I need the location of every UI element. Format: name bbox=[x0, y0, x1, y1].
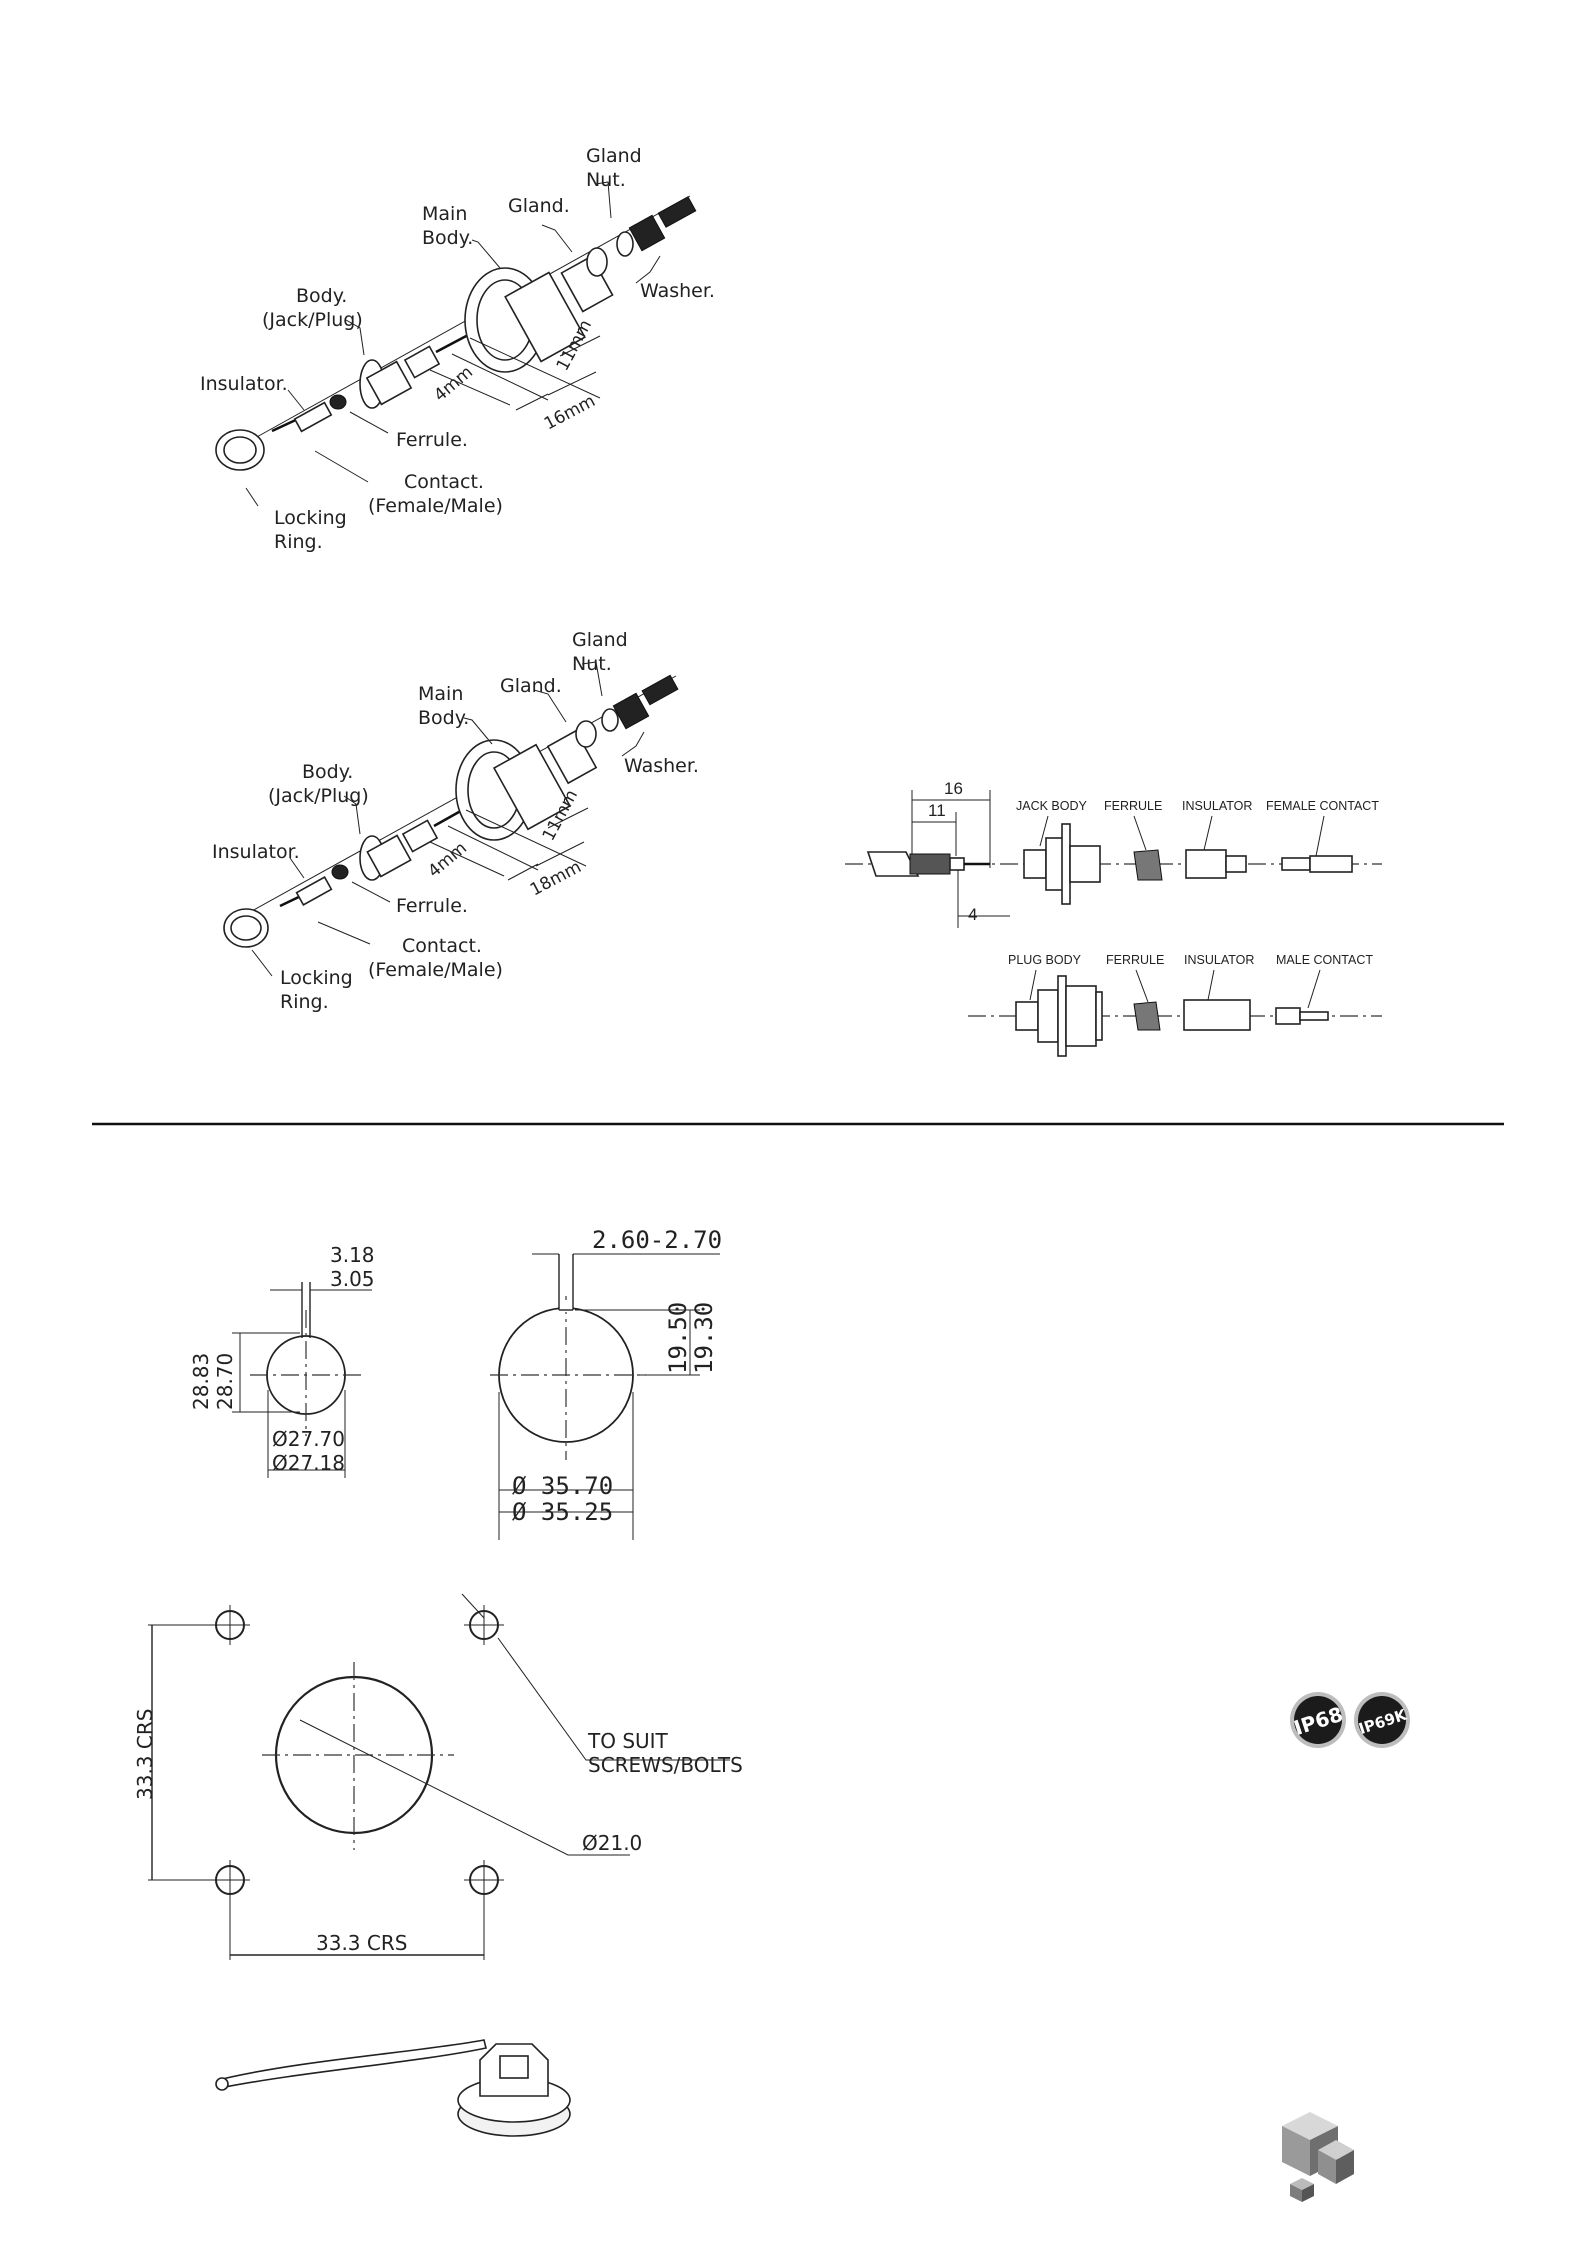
dim-diameter-max: Ø 35.70 bbox=[512, 1472, 613, 1500]
label-body-line1: Body. bbox=[302, 761, 353, 783]
label-gland-nut-line1: Gland bbox=[572, 629, 628, 651]
cable-dielectric bbox=[949, 857, 965, 871]
exploded-view-top: Gland Nut. Gland. Main Body. Washer. Bod… bbox=[200, 145, 715, 553]
cube-logo-icon bbox=[1282, 2112, 1354, 2202]
dim-strip-16: 16 bbox=[944, 779, 963, 798]
insulator bbox=[295, 876, 333, 906]
label-locking-ring-line1: Locking bbox=[280, 967, 353, 989]
label-jack-body: JACK BODY bbox=[1016, 799, 1088, 813]
label-contact-line1: Contact. bbox=[404, 471, 484, 493]
label-insulator: INSULATOR bbox=[1184, 953, 1254, 967]
dim-horizontal-crs: 33.3 CRS bbox=[316, 1931, 407, 1955]
label-gland-nut-line2: Nut. bbox=[572, 653, 612, 675]
ferrule-part bbox=[1133, 849, 1163, 881]
label-female-contact: FEMALE CONTACT bbox=[1266, 799, 1379, 813]
ferrule-part bbox=[1133, 1001, 1161, 1031]
dim-key-max: 3.18 bbox=[330, 1243, 375, 1267]
jack-body-part bbox=[1023, 823, 1101, 905]
label-body-line1: Body. bbox=[296, 285, 347, 307]
dim-diameter-max: Ø27.70 bbox=[272, 1427, 345, 1451]
dim-height-min: 19.30 bbox=[690, 1302, 718, 1374]
insulator-part bbox=[1185, 849, 1227, 879]
label-insulator: Insulator. bbox=[200, 373, 288, 395]
label-contact-line1: Contact. bbox=[402, 935, 482, 957]
label-gland: Gland. bbox=[500, 675, 562, 697]
washer bbox=[601, 708, 619, 732]
panel-cutout-large: 2.60-2.70 19.50 19.30 Ø 35.70 Ø 35.25 bbox=[490, 1226, 722, 1540]
mounting-hole-pattern: 33.3 CRS 33.3 CRS TO SUIT SCREWS/BOLTS Ø… bbox=[133, 1593, 743, 1960]
label-washer: Washer. bbox=[640, 280, 715, 302]
label-main-body-line1: Main bbox=[418, 683, 463, 705]
dim-diameter-min: Ø 35.25 bbox=[512, 1498, 613, 1526]
label-screws-line2: SCREWS/BOLTS bbox=[588, 1753, 743, 1777]
dim-vertical-crs: 33.3 CRS bbox=[133, 1709, 157, 1800]
male-contact-part bbox=[1275, 1007, 1301, 1025]
label-body-line2: (Jack/Plug) bbox=[268, 785, 369, 807]
dust-cap-illustration bbox=[215, 2039, 571, 2137]
dim-height-max: 28.83 bbox=[189, 1353, 213, 1410]
dim-16mm: 16mm bbox=[541, 391, 599, 434]
ip-rating-badges: IP68 IP69K bbox=[1290, 1692, 1410, 1748]
dim-18mm: 18mm bbox=[527, 857, 585, 900]
label-contact-line2: (Female/Male) bbox=[368, 959, 503, 981]
dim-key-width: 2.60-2.70 bbox=[592, 1226, 722, 1254]
dim-4mm: 4mm bbox=[430, 362, 477, 406]
label-ferrule: Ferrule. bbox=[396, 895, 468, 917]
label-plug-body: PLUG BODY bbox=[1008, 953, 1082, 967]
label-insulator: INSULATOR bbox=[1182, 799, 1252, 813]
dim-key-min: 3.05 bbox=[330, 1267, 375, 1291]
ip69k-badge bbox=[1358, 1696, 1406, 1744]
panel-cutout-small: 3.18 3.05 28.83 28.70 Ø27.70 Ø27.18 bbox=[189, 1243, 375, 1478]
ferrule bbox=[329, 394, 347, 410]
insulator bbox=[293, 401, 333, 433]
dim-diameter-min: Ø27.18 bbox=[272, 1451, 345, 1475]
label-washer: Washer. bbox=[624, 755, 699, 777]
washer bbox=[616, 231, 634, 257]
label-ferrule: FERRULE bbox=[1104, 799, 1162, 813]
cable-braid bbox=[909, 853, 951, 875]
label-locking-ring-line2: Ring. bbox=[274, 531, 323, 553]
label-body-line2: (Jack/Plug) bbox=[262, 309, 363, 331]
label-gland: Gland. bbox=[508, 195, 570, 217]
label-gland-nut-line2: Nut. bbox=[586, 169, 626, 191]
label-ferrule: Ferrule. bbox=[396, 429, 468, 451]
label-main-body-line2: Body. bbox=[418, 707, 469, 729]
gland-nut bbox=[628, 214, 666, 252]
label-contact-line2: (Female/Male) bbox=[368, 495, 503, 517]
cable-preparation-diagram: 16 11 4 JACK BODY FERRULE INSULATOR bbox=[845, 779, 1382, 1057]
dim-height-max: 19.50 bbox=[664, 1302, 692, 1374]
cable-jacket bbox=[866, 851, 920, 877]
label-locking-ring-line1: Locking bbox=[274, 507, 347, 529]
label-main-body-line2: Body. bbox=[422, 227, 473, 249]
label-locking-ring-line2: Ring. bbox=[280, 991, 329, 1013]
dim-strip-11: 11 bbox=[928, 801, 946, 820]
label-gland-nut-line1: Gland bbox=[586, 145, 642, 167]
gland bbox=[586, 247, 608, 277]
dim-hole-diameter: Ø21.0 bbox=[582, 1831, 642, 1855]
label-insulator: Insulator. bbox=[212, 841, 300, 863]
ip68-badge bbox=[1294, 1696, 1342, 1744]
dim-height-min: 28.70 bbox=[213, 1353, 237, 1410]
label-ferrule: FERRULE bbox=[1106, 953, 1164, 967]
insulator-part bbox=[1183, 999, 1251, 1031]
label-screws-line1: TO SUIT bbox=[587, 1729, 669, 1753]
female-contact-part bbox=[1281, 857, 1311, 871]
exploded-view-bottom: Gland Nut. Gland. Main Body. Washer. Bod… bbox=[212, 629, 699, 1013]
dim-strip-4: 4 bbox=[968, 905, 977, 924]
plug-body-part bbox=[1015, 975, 1103, 1057]
dim-4mm: 4mm bbox=[424, 838, 471, 882]
label-male-contact: MALE CONTACT bbox=[1276, 953, 1373, 967]
gland bbox=[575, 720, 597, 748]
ferrule bbox=[331, 864, 349, 880]
gland-nut bbox=[612, 692, 650, 730]
label-main-body-line1: Main bbox=[422, 203, 467, 225]
